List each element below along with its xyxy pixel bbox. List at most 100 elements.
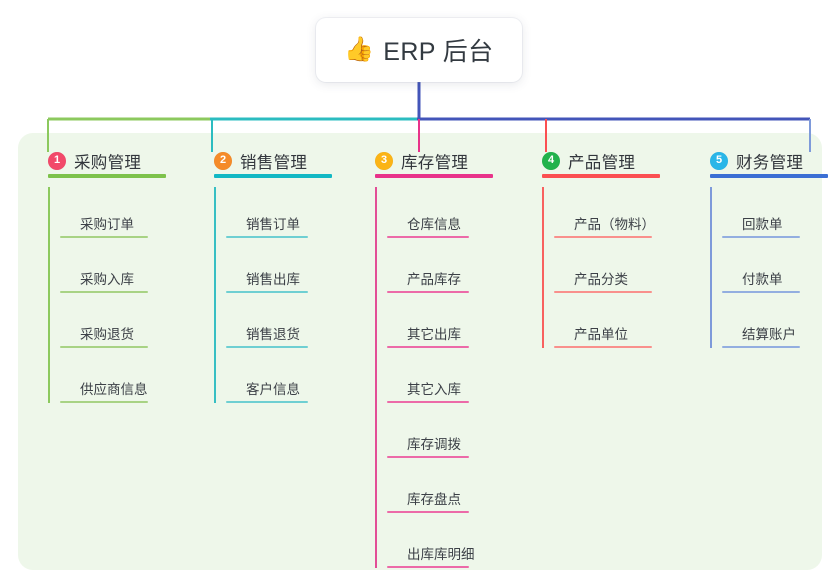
leaf-item[interactable]: 回款单 xyxy=(722,187,803,242)
branch-underline-2 xyxy=(214,174,332,178)
branch-title-4: 产品管理 xyxy=(568,153,636,172)
leaf-item-label: 库存盘点 xyxy=(407,492,461,507)
branch-underline-5 xyxy=(710,174,828,178)
leaf-item[interactable]: 供应商信息 xyxy=(60,352,148,407)
leaf-item-label: 付款单 xyxy=(742,272,783,287)
leaf-item-label: 其它入库 xyxy=(407,382,461,397)
leaf-item-label: 产品库存 xyxy=(407,272,461,287)
leaf-item[interactable]: 销售出库 xyxy=(226,242,308,297)
leaf-item-label: 产品（物料） xyxy=(574,217,655,232)
branch-badge-5: 5 xyxy=(710,151,728,170)
branch-column-2: 2 销售管理销售订单销售出库销售退货客户信息 xyxy=(192,144,332,407)
branch-underline-4 xyxy=(542,174,660,178)
leaf-item[interactable]: 销售订单 xyxy=(226,187,308,242)
leaf-item-label: 客户信息 xyxy=(246,382,300,397)
leaf-list-3: 仓库信息产品库存其它出库其它入库库存调拨库存盘点出库库明细 xyxy=(353,187,475,572)
leaf-item-underline xyxy=(60,236,148,238)
branch-title-2: 销售管理 xyxy=(240,153,308,172)
branch-badge-1: 1 xyxy=(48,151,66,170)
branch-header-1[interactable]: 1 采购管理 xyxy=(26,144,166,178)
leaf-item-label: 产品分类 xyxy=(574,272,628,287)
leaf-item[interactable]: 仓库信息 xyxy=(387,187,469,242)
leaf-spine-5 xyxy=(710,187,712,348)
leaf-item-underline xyxy=(722,291,800,293)
leaf-item-underline xyxy=(722,236,800,238)
branch-column-1: 1 采购管理采购订单采购入库采购退货供应商信息 xyxy=(26,144,166,407)
branch-header-2[interactable]: 2 销售管理 xyxy=(192,144,332,178)
leaf-item[interactable]: 库存调拨 xyxy=(387,407,469,462)
branch-title-1: 采购管理 xyxy=(74,153,142,172)
leaf-item-underline xyxy=(387,401,469,403)
leaf-item-label: 回款单 xyxy=(742,217,783,232)
root-node[interactable]: 👍 ERP 后台 xyxy=(316,18,522,82)
leaf-item[interactable]: 销售退货 xyxy=(226,297,308,352)
branch-header-4[interactable]: 4 产品管理 xyxy=(520,144,660,178)
leaf-item[interactable]: 库存盘点 xyxy=(387,462,469,517)
leaf-item-label: 采购入库 xyxy=(80,272,134,287)
leaf-item[interactable]: 客户信息 xyxy=(226,352,308,407)
leaf-item[interactable]: 产品（物料） xyxy=(554,187,655,242)
leaf-item-underline xyxy=(387,511,469,513)
root-node-title: ERP 后台 xyxy=(383,38,494,66)
leaf-item-underline xyxy=(722,346,800,348)
leaf-item-underline xyxy=(554,291,652,293)
leaf-item-label: 采购订单 xyxy=(80,217,134,232)
branch-badge-4: 4 xyxy=(542,151,560,170)
leaf-item-underline xyxy=(226,401,308,403)
leaf-item-underline xyxy=(226,346,308,348)
leaf-list-2: 销售订单销售出库销售退货客户信息 xyxy=(192,187,308,407)
leaf-item-underline xyxy=(387,346,469,348)
leaf-item-underline xyxy=(60,291,148,293)
branch-underline-3 xyxy=(375,174,493,178)
leaf-item[interactable]: 采购订单 xyxy=(60,187,148,242)
leaf-item[interactable]: 其它出库 xyxy=(387,297,469,352)
leaf-item[interactable]: 出库库明细 xyxy=(387,517,475,572)
leaf-item[interactable]: 产品单位 xyxy=(554,297,652,352)
leaf-item-label: 产品单位 xyxy=(574,327,628,342)
branch-badge-3: 3 xyxy=(375,151,393,170)
leaf-item-underline xyxy=(387,291,469,293)
leaf-item-label: 其它出库 xyxy=(407,327,461,342)
leaf-spine-1 xyxy=(48,187,50,403)
leaf-item-underline xyxy=(226,236,308,238)
leaf-item[interactable]: 付款单 xyxy=(722,242,803,297)
thumbs-up-icon: 👍 xyxy=(344,36,375,63)
leaf-item[interactable]: 采购退货 xyxy=(60,297,148,352)
leaf-item-underline xyxy=(554,236,652,238)
branch-underline-1 xyxy=(48,174,166,178)
branch-header-5[interactable]: 5 财务管理 xyxy=(688,144,828,178)
leaf-spine-4 xyxy=(542,187,544,348)
leaf-item[interactable]: 其它入库 xyxy=(387,352,469,407)
leaf-item-underline xyxy=(554,346,652,348)
leaf-item[interactable]: 产品分类 xyxy=(554,242,652,297)
leaf-list-4: 产品（物料） 产品分类产品单位 xyxy=(520,187,655,352)
leaf-item[interactable]: 结算账户 xyxy=(722,297,803,352)
leaf-item-label: 结算账户 xyxy=(742,327,796,342)
leaf-item-label: 采购退货 xyxy=(80,327,134,342)
branch-header-3[interactable]: 3 库存管理 xyxy=(353,144,493,178)
leaf-item-label: 出库库明细 xyxy=(407,547,475,562)
leaf-item-underline xyxy=(60,346,148,348)
branch-title-5: 财务管理 xyxy=(736,153,804,172)
leaf-item-underline xyxy=(387,456,469,458)
branch-column-3: 3 库存管理仓库信息产品库存其它出库其它入库库存调拨库存盘点出库库明细 xyxy=(353,144,493,572)
leaf-item-label: 销售退货 xyxy=(246,327,300,342)
leaf-spine-2 xyxy=(214,187,216,403)
leaf-item-underline xyxy=(226,291,308,293)
leaf-item-underline xyxy=(387,236,469,238)
leaf-item[interactable]: 采购入库 xyxy=(60,242,148,297)
branch-badge-2: 2 xyxy=(214,151,232,170)
leaf-item-label: 供应商信息 xyxy=(80,382,148,397)
branch-column-5: 5 财务管理回款单付款单结算账户 xyxy=(688,144,828,352)
branch-column-4: 4 产品管理产品（物料） 产品分类产品单位 xyxy=(520,144,660,352)
branch-title-3: 库存管理 xyxy=(401,153,469,172)
leaf-item-label: 仓库信息 xyxy=(407,217,461,232)
leaf-item-label: 销售出库 xyxy=(246,272,300,287)
leaf-list-5: 回款单付款单结算账户 xyxy=(688,187,803,352)
leaf-item[interactable]: 产品库存 xyxy=(387,242,469,297)
leaf-spine-3 xyxy=(375,187,377,568)
leaf-item-underline xyxy=(387,566,469,568)
branches-panel xyxy=(18,133,822,570)
